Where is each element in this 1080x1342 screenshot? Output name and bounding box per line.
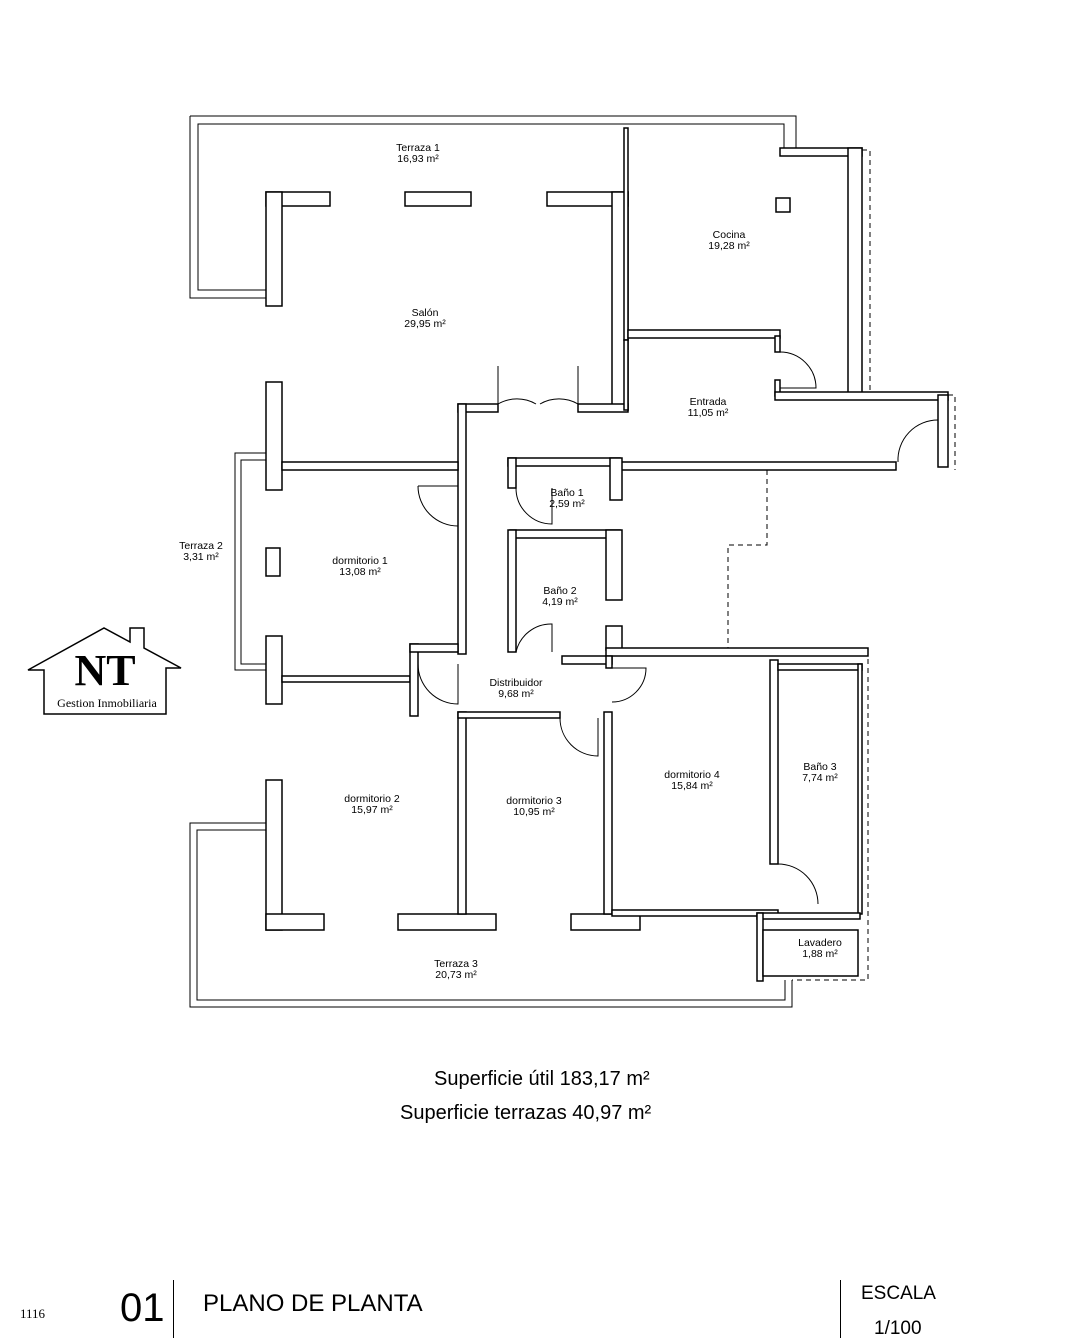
reference-number: 1116 [20,1306,46,1321]
walls [265,127,949,982]
divider [840,1280,841,1338]
house-outline-icon [27,627,182,715]
terrace-2-outline [234,452,266,671]
useful-surface: Superficie útil 183,17 m² [434,1068,650,1090]
scale-label: ESCALA [861,1283,936,1304]
logo-name: Gestion Inmobiliaria [57,696,157,710]
terrace-surface: Superficie terrazas 40,97 m² [400,1102,652,1124]
sheet-title: PLANO DE PLANTA [203,1290,423,1317]
doors [417,351,939,905]
scale-value: 1/100 [874,1318,922,1339]
terrace-1-outline [189,115,797,299]
logo-initials: NT [74,646,136,695]
sheet-number: 01 [120,1286,165,1330]
divider [173,1280,174,1338]
dashed-boundary [727,149,956,981]
company-logo: NT Gestion Inmobiliaria [26,626,184,718]
terrace-3-outline [189,822,793,1008]
